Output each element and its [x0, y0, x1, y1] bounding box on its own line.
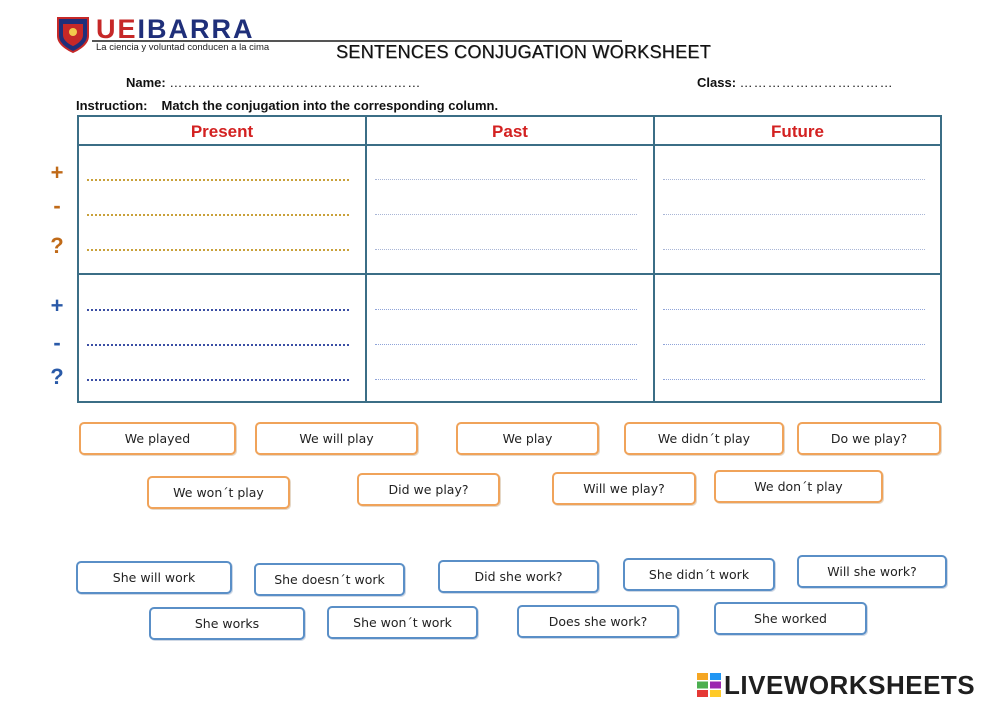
name-dots: ……………………………………………… — [169, 75, 422, 90]
conjugation-table: Present Past Future — [77, 115, 942, 403]
answer-card-we-wont-play[interactable]: We won´t play — [147, 476, 290, 509]
class-dots: …………………………… — [739, 75, 894, 90]
answer-card-do-we-play[interactable]: Do we play? — [797, 422, 941, 455]
answer-card-she-works[interactable]: She works — [149, 607, 305, 640]
answer-card-we-dont-play[interactable]: We don´t play — [714, 470, 883, 503]
brand-ue: UE — [96, 14, 138, 44]
answer-line-past-1[interactable] — [375, 179, 637, 180]
header-row-divider — [79, 144, 940, 146]
class-field: Class: …………………………… — [697, 75, 894, 90]
answer-card-we-played[interactable]: We played — [79, 422, 236, 455]
answer-line-present-2[interactable] — [87, 214, 349, 216]
school-motto: La ciencia y voluntad conducen a la cima — [96, 42, 270, 53]
answer-card-we-play[interactable]: We play — [456, 422, 599, 455]
column-future: Future — [771, 122, 824, 141]
answer-line-present-5[interactable] — [87, 344, 349, 346]
school-shield-icon — [57, 17, 89, 54]
answer-card-she-will-work[interactable]: She will work — [76, 561, 232, 594]
answer-line-future-6[interactable] — [663, 379, 925, 380]
name-field: Name: ……………………………………………… — [126, 75, 421, 90]
answer-line-past-5[interactable] — [375, 344, 637, 345]
column-divider — [653, 117, 655, 401]
column-present: Present — [190, 122, 254, 141]
answer-card-she-wont-work[interactable]: She won´t work — [327, 606, 478, 639]
answer-card-we-will-play[interactable]: We will play — [255, 422, 418, 455]
group-divider — [79, 273, 940, 275]
instruction: Instruction: Match the conjugation into t… — [76, 98, 498, 113]
brand-ibarra: IBARRA — [137, 14, 255, 44]
question-symbol: ? — [50, 364, 64, 389]
negative-symbol: - — [53, 193, 61, 218]
answer-card-will-we-play[interactable]: Will we play? — [552, 472, 696, 505]
header-divider — [92, 40, 622, 42]
name-label: Name: — [126, 75, 166, 90]
question-symbol: ? — [50, 233, 64, 258]
liveworksheets-icon — [697, 673, 721, 697]
affirmative-symbol: + — [50, 293, 64, 318]
class-label: Class: — [697, 75, 737, 90]
answer-card-does-she-work[interactable]: Does she work? — [517, 605, 679, 638]
answer-line-future-1[interactable] — [663, 179, 925, 180]
answer-card-did-she-work[interactable]: Did she work? — [438, 560, 599, 593]
affirmative-symbol: + — [50, 160, 64, 185]
answer-line-past-6[interactable] — [375, 379, 637, 380]
instruction-text: Match the conjugation into the correspon… — [161, 98, 499, 113]
answer-line-future-5[interactable] — [663, 344, 925, 345]
answer-card-will-she-work[interactable]: Will she work? — [797, 555, 947, 588]
answer-line-past-2[interactable] — [375, 214, 637, 215]
liveworksheets-wordmark: LIVEWORKSHEETS — [724, 670, 976, 700]
worksheet-title: SENTENCES CONJUGATION WORKSHEET — [336, 42, 711, 62]
answer-card-she-worked[interactable]: She worked — [714, 602, 867, 635]
answer-line-future-4[interactable] — [663, 309, 925, 310]
negative-symbol: - — [53, 330, 61, 355]
answer-line-present-3[interactable] — [87, 249, 349, 251]
answer-card-she-didnt-work[interactable]: She didn´t work — [623, 558, 775, 591]
answer-line-past-4[interactable] — [375, 309, 637, 310]
instruction-label: Instruction: — [76, 98, 148, 113]
answer-card-did-we-play[interactable]: Did we play? — [357, 473, 500, 506]
answer-line-present-4[interactable] — [87, 309, 349, 311]
answer-line-present-6[interactable] — [87, 379, 349, 381]
answer-card-she-doesnt-work[interactable]: She doesn´t work — [254, 563, 405, 596]
answer-line-present-1[interactable] — [87, 179, 349, 181]
answer-line-future-2[interactable] — [663, 214, 925, 215]
answer-line-future-3[interactable] — [663, 249, 925, 250]
column-divider — [365, 117, 367, 401]
school-brand: UEIBARRA — [96, 14, 255, 45]
answer-card-we-didnt-play[interactable]: We didn´t play — [624, 422, 784, 455]
answer-line-past-3[interactable] — [375, 249, 637, 250]
column-past: Past — [492, 122, 528, 141]
